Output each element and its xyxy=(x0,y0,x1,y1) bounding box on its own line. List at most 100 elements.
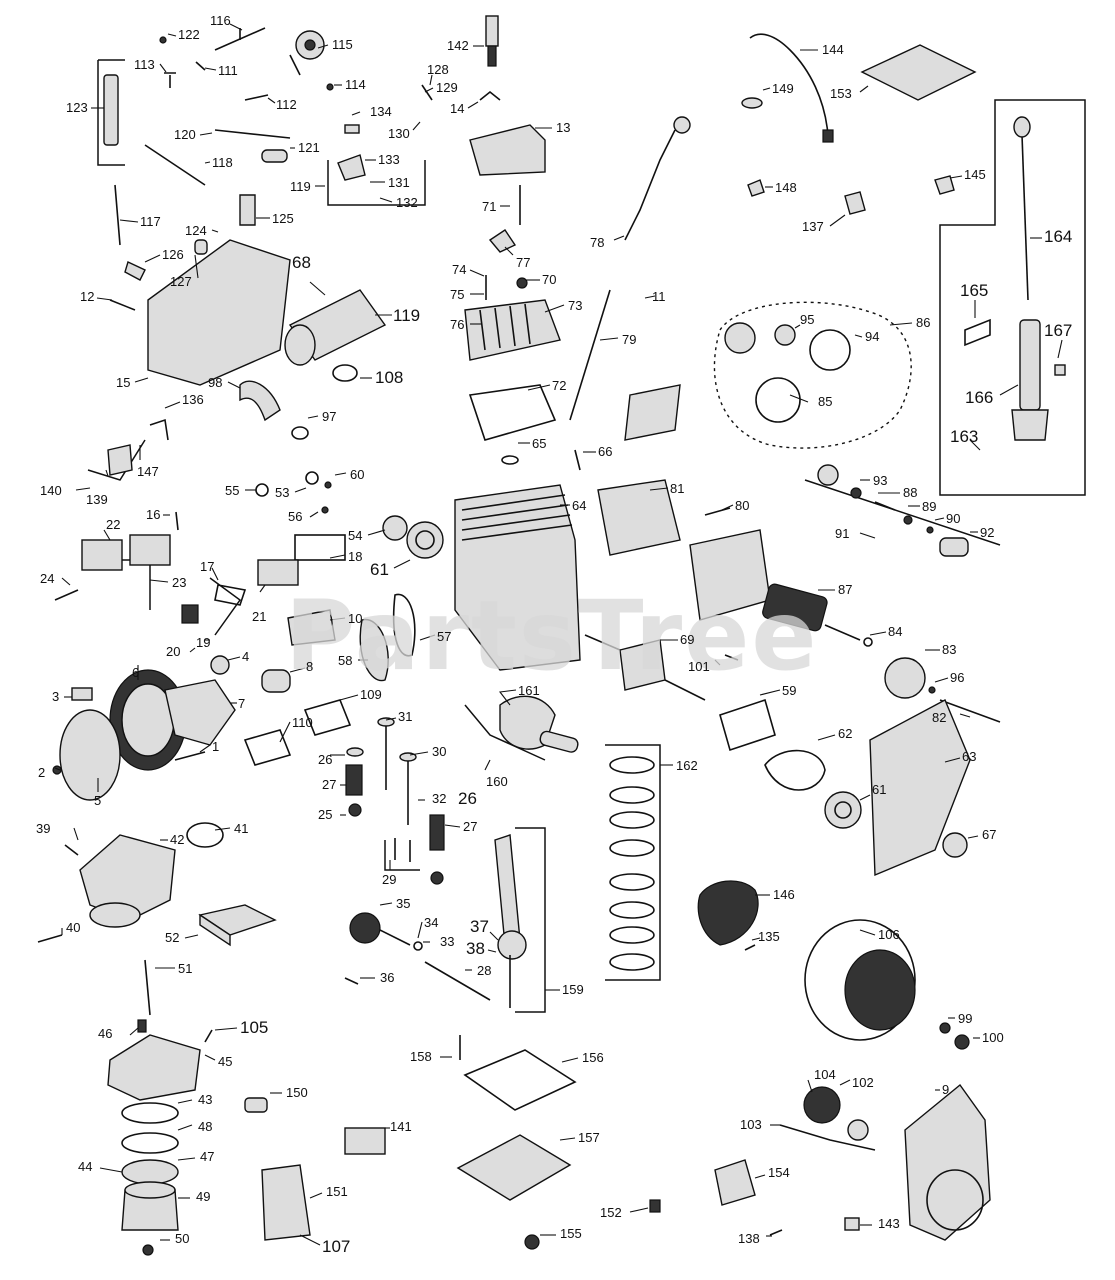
part-label-157: 157 xyxy=(578,1130,600,1145)
part-159-rod xyxy=(494,834,521,946)
part-label-59: 59 xyxy=(782,683,797,698)
part-label-86: 86 xyxy=(916,315,931,330)
part-label-3: 3 xyxy=(52,689,60,704)
part-label-19: 19 xyxy=(196,635,211,650)
part-label-21: 21 xyxy=(252,609,267,624)
part-label-27a: 27 xyxy=(322,777,337,792)
part-label-126: 126 xyxy=(162,247,184,262)
part-label-57: 57 xyxy=(437,629,452,644)
part-label-160: 160 xyxy=(486,774,508,789)
part-label-88: 88 xyxy=(903,485,918,500)
part-label-119a: 119 xyxy=(290,179,311,194)
part-label-1: 1 xyxy=(212,739,220,754)
part-label-54: 54 xyxy=(348,528,363,543)
part-label-45: 45 xyxy=(218,1054,233,1069)
part-label-28: 28 xyxy=(477,963,492,978)
part-label-129: 129 xyxy=(436,80,458,95)
part-label-145: 145 xyxy=(964,167,986,182)
part-label-61b: 61 xyxy=(872,782,887,797)
part-label-155: 155 xyxy=(560,1226,582,1241)
part-label-64: 64 xyxy=(572,498,587,513)
part-label-98: 98 xyxy=(208,375,223,390)
part-label-156: 156 xyxy=(582,1050,604,1065)
part-label-29: 29 xyxy=(382,872,397,887)
part-label-9: 9 xyxy=(942,1082,950,1097)
part-label-128: 128 xyxy=(427,62,449,77)
part-label-90: 90 xyxy=(946,511,961,526)
part-label-127: 127 xyxy=(170,274,192,289)
part-label-165: 165 xyxy=(960,281,989,300)
part-label-20: 20 xyxy=(166,644,181,659)
part-label-131: 131 xyxy=(388,175,410,190)
part-label-137: 137 xyxy=(802,219,824,234)
part-label-10: 10 xyxy=(348,611,363,626)
part-label-136: 136 xyxy=(182,392,204,407)
part-label-143: 143 xyxy=(878,1216,900,1231)
part-label-124: 124 xyxy=(185,223,207,238)
part-label-101: 101 xyxy=(688,659,710,674)
part-label-40: 40 xyxy=(66,920,81,935)
bracket-rod-159 xyxy=(515,827,546,1013)
part-label-74: 74 xyxy=(452,262,467,277)
part-label-121: 121 xyxy=(298,140,320,155)
part-label-35: 35 xyxy=(396,896,411,911)
part-label-92: 92 xyxy=(980,525,995,540)
part-label-163: 163 xyxy=(950,427,979,446)
part-106-flywheel-ring xyxy=(804,919,916,1041)
part-label-89: 89 xyxy=(922,499,937,514)
part-label-158: 158 xyxy=(410,1049,432,1064)
part-label-53: 53 xyxy=(275,485,290,500)
part-label-150: 150 xyxy=(286,1085,308,1100)
part-81-starter xyxy=(597,479,681,556)
part-label-116: 116 xyxy=(210,13,231,28)
part-166-tube xyxy=(1019,319,1041,411)
part-label-125: 125 xyxy=(272,211,294,226)
part-label-5: 5 xyxy=(94,793,102,808)
part-label-26b: 26 xyxy=(458,789,477,808)
part-label-140: 140 xyxy=(40,483,62,498)
part-label-60: 60 xyxy=(350,467,365,482)
part-label-105: 105 xyxy=(240,1018,269,1037)
part-label-114: 114 xyxy=(345,77,366,92)
part-label-26a: 26 xyxy=(318,752,333,767)
part-label-69: 69 xyxy=(680,632,695,647)
bracket-piston-160 xyxy=(464,704,546,761)
part-label-159: 159 xyxy=(562,982,584,997)
part-label-134: 134 xyxy=(370,104,392,119)
part-label-110: 110 xyxy=(292,715,313,730)
part-label-95: 95 xyxy=(800,312,815,327)
part-label-12: 12 xyxy=(80,289,95,304)
part-label-79: 79 xyxy=(622,332,637,347)
part-label-139: 139 xyxy=(86,492,108,507)
part-42-carburetor xyxy=(79,834,176,921)
part-label-102: 102 xyxy=(852,1075,874,1090)
part-label-166: 166 xyxy=(965,388,994,407)
part-label-100: 100 xyxy=(982,1030,1004,1045)
part-label-107: 107 xyxy=(322,1237,351,1256)
part-label-117: 117 xyxy=(140,214,161,229)
part-label-23: 23 xyxy=(172,575,187,590)
part-label-135: 135 xyxy=(758,929,780,944)
part-label-4: 4 xyxy=(242,649,250,664)
part-label-55: 55 xyxy=(225,483,240,498)
part-157-pan xyxy=(456,1134,572,1201)
part-label-65: 65 xyxy=(532,436,547,451)
part-label-36: 36 xyxy=(380,970,395,985)
bracket-dipstick-kit xyxy=(939,99,1086,496)
part-label-14: 14 xyxy=(450,101,465,116)
part-label-67: 67 xyxy=(982,827,997,842)
part-label-71: 71 xyxy=(482,199,497,214)
part-13-cover xyxy=(469,124,546,176)
part-label-93: 93 xyxy=(873,473,888,488)
part-label-51: 51 xyxy=(178,961,193,976)
bracket-119 xyxy=(327,160,426,206)
part-label-123: 123 xyxy=(66,100,88,115)
part-label-30: 30 xyxy=(432,744,447,759)
part-label-99: 99 xyxy=(958,1011,973,1026)
part-label-109: 109 xyxy=(360,687,382,702)
part-label-61a: 61 xyxy=(370,560,389,579)
part-label-33: 33 xyxy=(440,934,455,949)
part-label-15: 15 xyxy=(116,375,131,390)
part-label-112: 112 xyxy=(276,97,297,112)
